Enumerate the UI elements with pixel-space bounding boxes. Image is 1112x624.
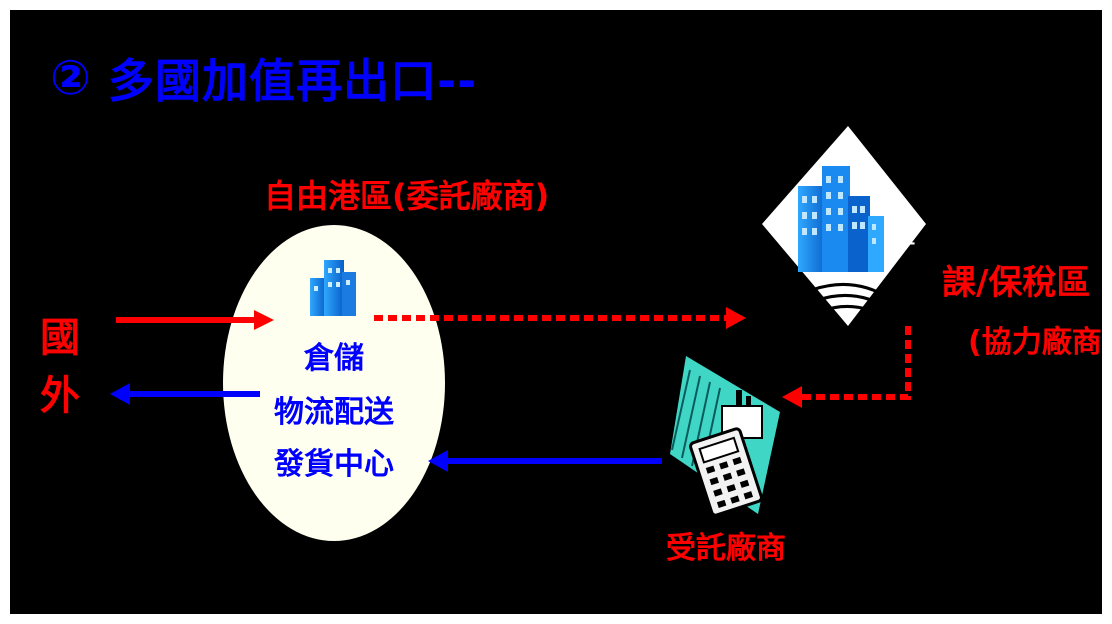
contractor-factory-icon [670,356,780,517]
title-number: ② [50,50,91,106]
bonded-zone-sub-label: (協力廠商) [968,325,1102,360]
bonded-zone-label: 課/保稅區 [942,263,1091,303]
bonded-zone-label-partial: 半 [888,224,916,257]
ellipse-line-distribution: 發貨中心 [274,447,394,482]
contractor-label: 受託廠商 [666,531,786,566]
foreign-label-char2: 外 [40,373,80,419]
arrow-return-to-ftz [428,450,662,472]
arrow-inbound [116,310,274,330]
bonded-zone-building-icon [762,126,926,334]
slide: ② 多國加值再出口-- 自由港區(委託廠商) 倉儲 物流配送 發貨中心 國 外 … [10,10,1102,614]
diagram-graphics: 半 [110,126,926,517]
slide-title: 多國加值再出口-- [108,54,478,108]
foreign-label-char1: 國 [40,315,80,361]
arrow-to-bonded-zone [374,307,746,329]
building-icon-small [310,260,356,316]
arrow-outbound [110,383,260,405]
ellipse-line-warehouse: 倉儲 [304,341,364,376]
free-trade-zone-label: 自由港區(委託廠商) [264,177,550,215]
arrow-to-contractor [782,326,911,408]
ellipse-line-logistics: 物流配送 [274,395,394,430]
